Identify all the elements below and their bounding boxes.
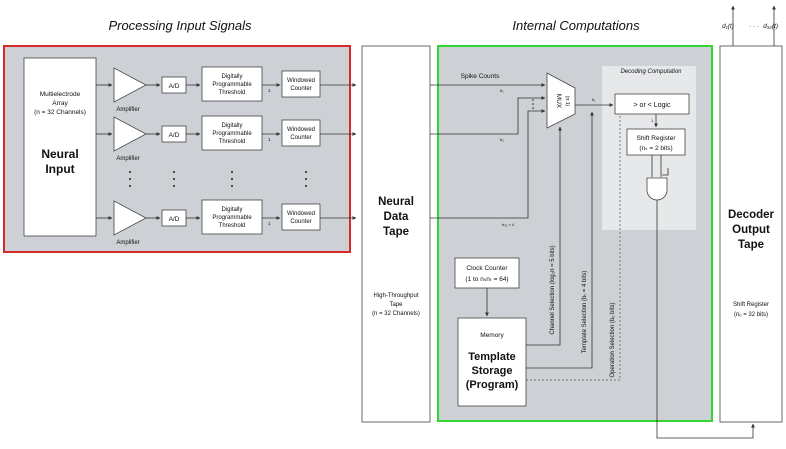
threshold-box <box>201 66 263 102</box>
d32-label: d₃₂(t) <box>763 23 778 30</box>
amplifier-symbol <box>113 200 147 236</box>
threshold-label-3: Threshold <box>219 223 246 229</box>
threshold-label-2: Programmable <box>212 82 252 88</box>
b2-label: b₂ <box>500 137 504 142</box>
output-sub-2: (nₒ = 32 bits) <box>734 312 768 318</box>
logic-label: > or < Logic <box>634 102 671 109</box>
processing-title: Processing Input Signals <box>108 18 252 33</box>
shift-register-label-1: Shift Register <box>636 135 676 142</box>
logic-box <box>614 93 690 115</box>
neural-data-tape <box>361 45 431 423</box>
windowed-counter <box>281 70 321 98</box>
neural-input-title-1: Neural <box>41 147 78 161</box>
tape-sub-2: Tape <box>389 302 403 308</box>
neural-input-title-2: Input <box>45 162 74 176</box>
template-title-3: (Program) <box>466 379 519 391</box>
template-title-1: Template <box>468 351 515 363</box>
ad-label: A/D <box>169 132 180 139</box>
shift-register-label-2: (nₛ = 2 bits) <box>639 145 672 152</box>
channel-row-1: Amplifier A/D Digitally Programmable Thr… <box>96 66 357 113</box>
counter-label-2: Counter <box>290 219 311 225</box>
channel-selection-label: Channel Selection (log₂n = 5 bits) <box>550 245 556 334</box>
tape-sub-3: (n = 32 Channels) <box>372 311 420 317</box>
counter-label-2: Counter <box>290 86 311 92</box>
bit-1-label: 1 <box>651 118 654 123</box>
operation-selection-line <box>526 116 621 381</box>
template-title-2: Storage <box>472 365 513 377</box>
ellipsis-dots <box>129 171 307 187</box>
b1-label: b₁ <box>500 88 504 93</box>
b32-label: b₃₂ × 4 <box>502 222 515 227</box>
clock-label-1: Clock Counter <box>466 265 508 272</box>
threshold-label-1: Digitally <box>221 123 242 129</box>
amplifier-label: Amplifier <box>116 240 139 246</box>
output-title-3: Tape <box>738 239 764 251</box>
output-title-2: Output <box>732 224 770 236</box>
counter-label-1: Windowed <box>287 211 315 217</box>
array-label-3: (n = 32 Channels) <box>34 109 86 116</box>
internal-title: Internal Computations <box>512 18 640 33</box>
memory-label: Memory <box>480 332 504 339</box>
amplifier-label: Amplifier <box>116 107 139 113</box>
threshold-box <box>201 199 263 235</box>
mux-sub-label: (n:1) <box>564 96 570 107</box>
counter-label-1: Windowed <box>287 78 315 84</box>
tape-title-2: Data <box>384 211 410 223</box>
ad-label: A/D <box>169 216 180 223</box>
spike-counts-label: Spike Counts <box>461 73 500 80</box>
threshold-label-3: Threshold <box>219 90 246 96</box>
array-label-2: Array <box>52 100 68 107</box>
bit-label: 1 <box>268 137 271 142</box>
output-dots: · · · <box>749 23 759 30</box>
neural-input-box <box>23 57 97 237</box>
ad-label: A/D <box>169 83 180 90</box>
channel-row-2: Amplifier A/D Digitally Programmable Thr… <box>96 115 357 162</box>
output-sub-1: Shift Register <box>733 302 769 308</box>
threshold-label-2: Programmable <box>212 215 252 221</box>
clock-label-2: (1 to nₛnₜ = 64) <box>465 276 508 283</box>
windowed-counter <box>281 203 321 231</box>
windowed-counter <box>281 119 321 147</box>
template-selection-line <box>526 111 594 369</box>
array-label-1: Multielectrode <box>40 91 81 98</box>
channel-row-32: Amplifier A/D Digitally Programmable Thr… <box>96 199 357 246</box>
amplifier-symbol <box>113 67 147 103</box>
tape-sub-1: High-Throughput <box>373 293 418 299</box>
template-selection-label: Template Selection (bₜ = 4 bits) <box>582 271 588 354</box>
amplifier-symbol <box>113 116 147 152</box>
bit-label: 1 <box>268 221 271 226</box>
mux-block <box>546 72 576 129</box>
bj-label: bⱼ <box>592 97 595 102</box>
counter-label-1: Windowed <box>287 127 315 133</box>
threshold-label-1: Digitally <box>221 74 242 80</box>
counter-label-2: Counter <box>290 135 311 141</box>
decoder-output-tape <box>719 45 783 423</box>
mux-label: MUX <box>555 94 562 109</box>
tape-title-3: Tape <box>383 226 409 238</box>
d1-label: d₁(t) <box>722 23 734 30</box>
decoding-title: Decoding Computation <box>620 69 682 75</box>
clock-counter-box <box>454 257 520 289</box>
template-storage-box <box>457 317 527 407</box>
mux-input-dots <box>532 99 534 109</box>
shift-register-box <box>626 128 686 156</box>
threshold-box <box>201 115 263 151</box>
operation-selection-label: Operation Selection (bₒ bits) <box>610 303 616 378</box>
threshold-label-1: Digitally <box>221 207 242 213</box>
and-gate <box>646 177 668 201</box>
amplifier-label: Amplifier <box>116 156 139 162</box>
tape-title-1: Neural <box>378 196 414 208</box>
bit-label: 1 <box>268 88 271 93</box>
threshold-label-2: Programmable <box>212 131 252 137</box>
output-title-1: Decoder <box>728 209 775 221</box>
threshold-label-3: Threshold <box>219 139 246 145</box>
channel-selection-line <box>526 126 562 346</box>
